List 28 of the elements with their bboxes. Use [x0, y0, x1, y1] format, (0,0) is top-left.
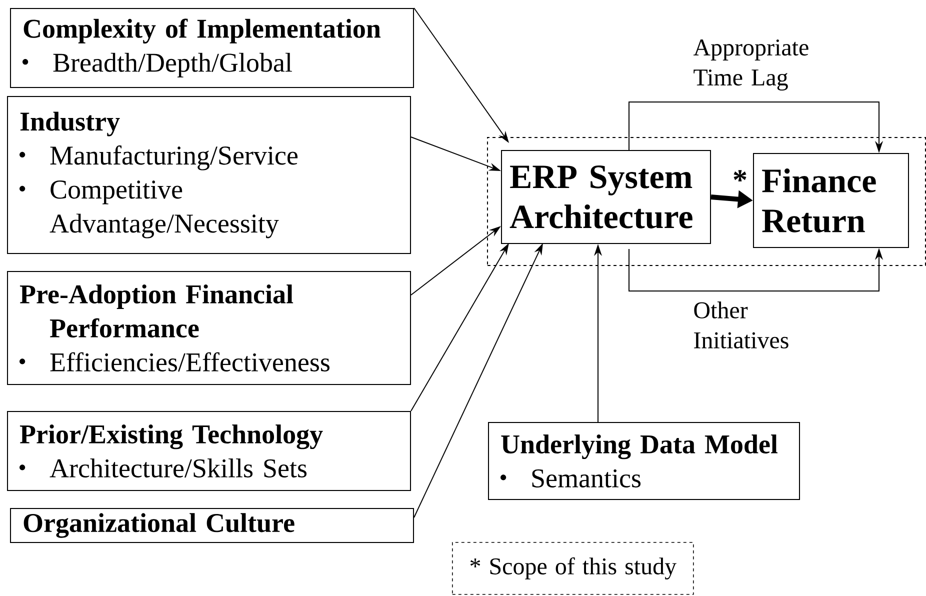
- factor-box: [10, 8, 414, 88]
- box-title: Finance Return: [762, 168, 876, 232]
- box-heading: Organizational Culture: [24, 513, 294, 538]
- process-box: [501, 150, 711, 244]
- bullet-item: Competitive Advantage/Necessity: [20, 180, 279, 238]
- dashed-scope-box: [487, 136, 926, 266]
- box-heading: Prior/Existing Technology: [20, 424, 323, 450]
- bullet-item: Breadth/Depth/Global: [22, 52, 292, 78]
- factor-box: [7, 270, 411, 385]
- process-box: [753, 153, 909, 248]
- bullet-item: Semantics: [500, 469, 641, 488]
- note-text: * Scope of this study: [470, 557, 676, 580]
- box-title: ERP System Architecture: [510, 166, 692, 228]
- note-box: [452, 542, 694, 595]
- bullet-item: Efficiencies/Effectiveness: [20, 352, 330, 372]
- box-heading: Complexity of Implementation: [24, 18, 381, 44]
- bullet-item: Architecture/Skills Sets: [20, 458, 307, 478]
- box-heading: Underlying Data Model: [501, 434, 778, 460]
- edge-label: Appropriate Time Lag: [693, 39, 808, 91]
- factor-box: [7, 410, 411, 491]
- edge-label: *: [734, 170, 746, 182]
- factor-box: [10, 508, 414, 543]
- bullet-item: Manufacturing/Service: [20, 145, 298, 170]
- box-heading: Industry: [20, 112, 120, 136]
- factor-box: [7, 96, 411, 254]
- factor-box: [488, 422, 800, 500]
- box-heading: Pre-Adoption Financial Performance: [20, 284, 294, 338]
- edge-label: Other Initiatives: [694, 302, 788, 348]
